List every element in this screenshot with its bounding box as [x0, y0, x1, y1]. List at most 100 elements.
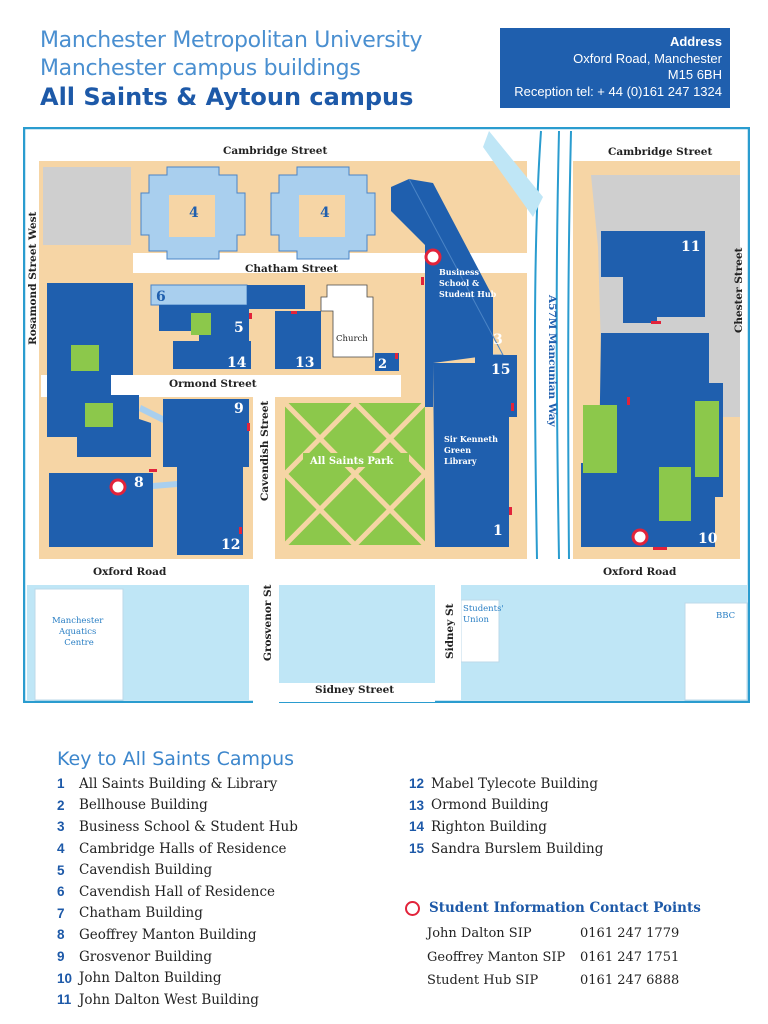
key-item-number: 1 — [57, 776, 65, 792]
key-item: 5 Cavendish Building — [57, 859, 298, 881]
building-13 — [275, 311, 321, 369]
key-item-number: 6 — [57, 884, 65, 900]
sidney-street-road — [279, 683, 435, 702]
key-item-name: Chatham Building — [79, 905, 203, 922]
block-bottom-middle — [279, 585, 435, 683]
map-subtitle: Manchester campus buildings — [40, 56, 361, 81]
address-street: Oxford Road, Manchester — [573, 50, 722, 66]
campus-map: Cambridge Street Cambridge Street Chatha… — [23, 127, 750, 703]
building-10-courtyard-west — [583, 405, 617, 473]
key-item-number: 3 — [57, 819, 65, 835]
sip-marker-student-hub — [424, 248, 442, 266]
key-item-number: 2 — [57, 797, 65, 813]
sip-heading: Student Information Contact Points — [405, 900, 701, 916]
building-number-10: 10 — [698, 531, 718, 547]
label-business-school: Business School & Student Hub — [439, 267, 497, 299]
sip-title: Student Information Contact Points — [429, 900, 701, 916]
building-4-west-courtyard — [169, 195, 215, 237]
sip-phone: 0161 247 6888 — [580, 973, 680, 988]
label-chester-street: Chester Street — [733, 247, 745, 333]
rosamond-street-road — [27, 161, 39, 561]
key-item-name: John Dalton Building — [79, 970, 222, 987]
mancunian-way-corridor — [531, 131, 573, 559]
campus-title: All Saints & Aytoun campus — [40, 83, 414, 111]
ormond-street-road — [41, 375, 401, 397]
key-item-name: Cavendish Hall of Residence — [79, 883, 276, 900]
key-item-name: Cambridge Halls of Residence — [79, 840, 287, 857]
key-item-number: 5 — [57, 862, 65, 878]
sidney-st-road — [435, 585, 461, 683]
key-item: 3 Business School & Student Hub — [57, 816, 298, 838]
label-grosvenor-st: Grosvenor St — [262, 584, 274, 661]
building-number-15: 15 — [491, 362, 510, 378]
aquatics-centre — [34, 588, 124, 701]
building-14 — [173, 341, 251, 369]
building-2 — [375, 353, 399, 371]
key-item-number: 13 — [409, 797, 425, 813]
building-number-5: 5 — [234, 320, 244, 336]
building-3 — [391, 179, 493, 407]
label-chatham-street: Chatham Street — [245, 263, 338, 275]
key-item-number: 15 — [409, 841, 425, 857]
label-oxford-road-east: Oxford Road — [603, 566, 677, 578]
building-number-13: 13 — [295, 355, 314, 371]
grosvenor-st-road — [253, 585, 279, 703]
building-number-12: 12 — [221, 537, 240, 553]
link-bridge-south — [153, 481, 177, 489]
label-all-saints-park: All Saints Park — [309, 456, 394, 467]
building-number-6: 6 — [156, 289, 166, 305]
building-number-8: 8 — [134, 475, 144, 491]
building-9 — [163, 399, 249, 467]
key-item: 9 Grosvenor Building — [57, 946, 298, 968]
key-item-number: 7 — [57, 905, 65, 921]
label-aquatics-centre: Manchester Aquatics Centre — [52, 616, 106, 648]
label-cavendish-street: Cavendish Street — [259, 401, 271, 501]
key-item-name: Business School & Student Hub — [79, 818, 298, 835]
sip-phone: 0161 247 1751 — [580, 950, 680, 965]
building-10-courtyard-east — [659, 467, 691, 521]
key-item-name: All Saints Building & Library — [79, 775, 278, 792]
sip-marker-geoffrey-manton — [109, 478, 127, 496]
key-item-number: 9 — [57, 949, 65, 965]
building-7-courtyard-south — [85, 403, 113, 427]
key-item-number: 12 — [409, 776, 425, 792]
bbc-building — [684, 602, 748, 701]
label-cambridge-street-west: Cambridge Street — [223, 145, 327, 157]
building-number-3: 3 — [493, 332, 503, 348]
label-church: Church — [336, 334, 368, 344]
address-box: Address Oxford Road, Manchester M15 6BH … — [500, 28, 730, 108]
label-rosamond-street: Rosamond Street West — [27, 211, 39, 345]
park-label-bg — [303, 453, 409, 467]
link-bridge-north — [139, 405, 165, 423]
sip-ring-icon — [405, 900, 420, 916]
slip-road-block — [483, 131, 543, 217]
label-mancunian-way: A57M Mancunian Way — [546, 294, 558, 428]
key-item-number: 14 — [409, 819, 425, 835]
building-number-7: 7 — [128, 375, 138, 391]
building-5-courtyard — [191, 313, 211, 335]
key-item-name: Grosvenor Building — [79, 948, 213, 965]
building-number-1: 1 — [493, 523, 503, 539]
university-name: Manchester Metropolitan University — [40, 28, 423, 53]
building-12 — [177, 467, 243, 555]
label-sidney-street: Sidney Street — [315, 684, 394, 696]
key-item: 6 Cavendish Hall of Residence — [57, 881, 298, 903]
label-bbc: BBC — [716, 611, 735, 621]
key-item-name: John Dalton West Building — [79, 991, 259, 1008]
label-oxford-road-west: Oxford Road — [93, 566, 167, 578]
label-ormond-street: Ormond Street — [169, 378, 257, 390]
building-number-11: 11 — [681, 239, 700, 255]
building-11 — [601, 231, 705, 323]
key-item-name: Cavendish Building — [79, 862, 213, 879]
entrance-markers — [149, 277, 667, 550]
building-7-courtyard-north — [71, 345, 99, 371]
label-students-union: Students' Union — [463, 604, 506, 625]
building-8 — [49, 473, 153, 547]
